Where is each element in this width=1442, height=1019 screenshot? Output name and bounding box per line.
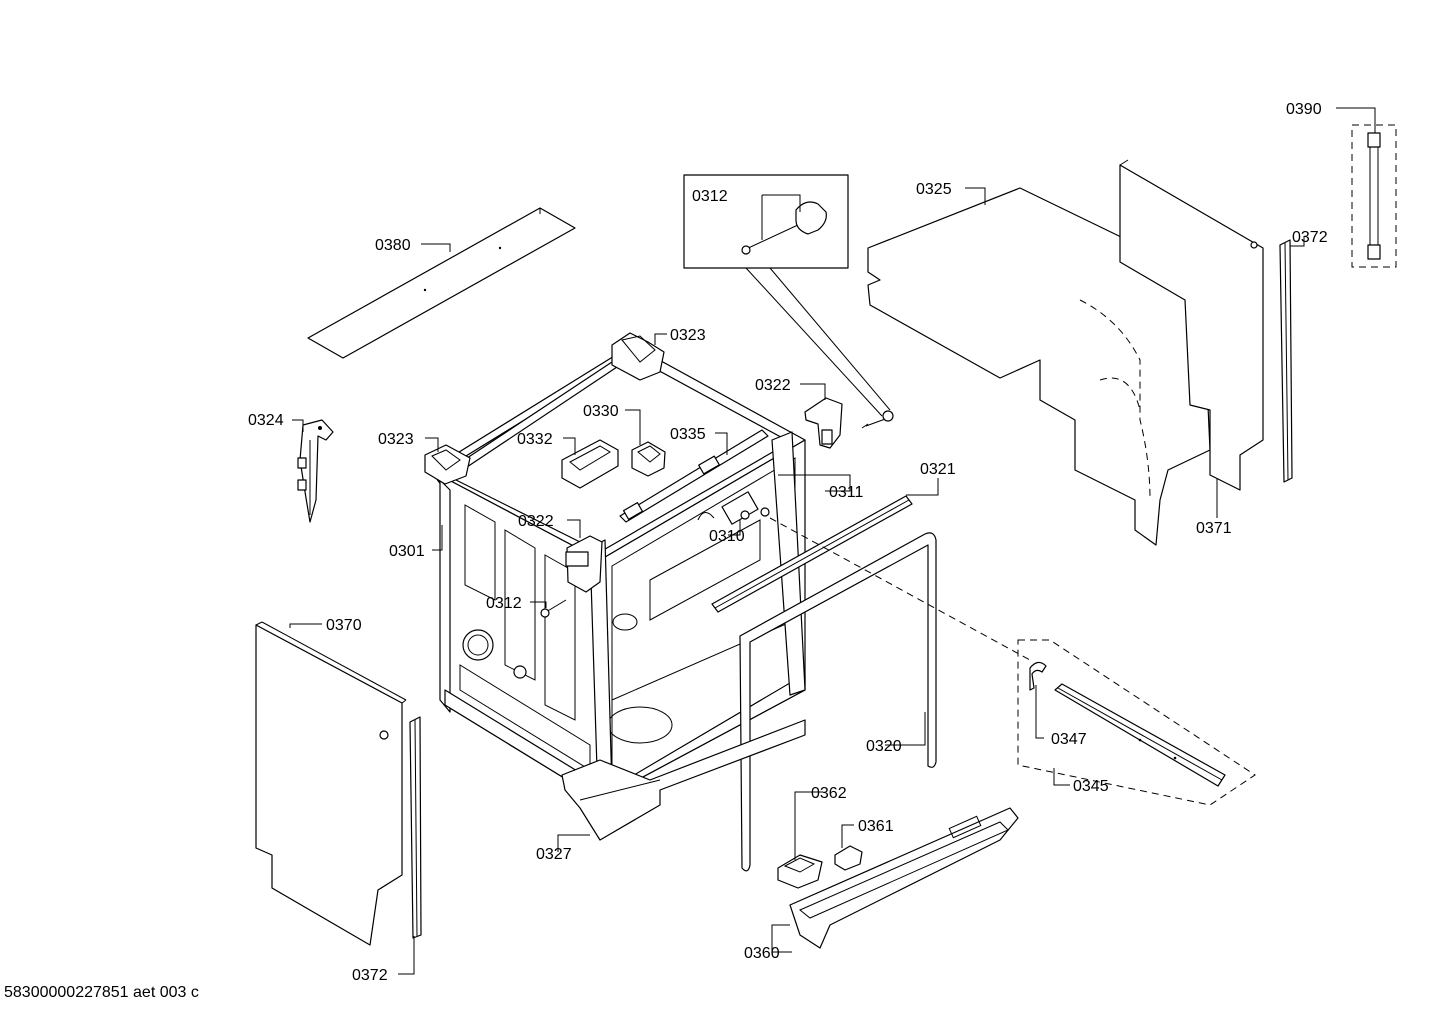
part-0360-base-tray — [789, 807, 1019, 949]
label-0311: 0311 — [829, 484, 864, 501]
part-0330-latch — [631, 441, 666, 477]
label-0372-bottom: 0372 — [352, 967, 388, 984]
part-0370-side-panel — [255, 621, 407, 946]
part-0322-bracket-mid — [565, 535, 603, 593]
label-0362: 0362 — [811, 785, 847, 802]
part-0361-component — [834, 845, 863, 871]
label-0301: 0301 — [389, 543, 425, 560]
part-0345-rail-assembly — [1017, 639, 1256, 806]
label-0390: 0390 — [1286, 101, 1322, 118]
label-0327: 0327 — [536, 846, 572, 863]
part-0380-top-plate — [307, 207, 576, 359]
part-labels: 0390 0312 0325 0372 0380 0323 0322 0324 … — [248, 101, 1328, 984]
part-0371-side-panel — [1119, 159, 1264, 491]
part-0362-component — [777, 854, 823, 889]
label-0380: 0380 — [375, 237, 411, 254]
label-0371: 0371 — [1196, 520, 1232, 537]
label-0310: 0310 — [709, 528, 745, 545]
part-0332-switch — [561, 439, 619, 489]
label-0323-left: 0323 — [378, 431, 414, 448]
leader-lines — [289, 107, 1376, 975]
part-0321-seal-strip — [711, 495, 913, 613]
part-0322-bracket-top — [804, 397, 843, 449]
dashed-leader-0310 — [769, 517, 1031, 661]
label-0332: 0332 — [517, 431, 553, 448]
label-0322-top: 0322 — [755, 377, 791, 394]
label-0345: 0345 — [1073, 778, 1109, 795]
label-0372-right: 0372 — [1292, 229, 1328, 246]
label-0335: 0335 — [670, 426, 706, 443]
label-0370: 0370 — [326, 617, 362, 634]
part-0390-hose — [1351, 124, 1397, 268]
part-0372-strip-right — [1279, 239, 1293, 483]
label-0321: 0321 — [920, 461, 956, 478]
part-0323-corner-left — [424, 444, 471, 485]
part-0327-front-trim — [561, 719, 806, 841]
part-0312-screw-mid — [540, 599, 567, 618]
part-0324-hinge-bracket — [297, 419, 334, 523]
footer-diagram-code: 58300000227851 aet 003 c — [4, 984, 199, 1001]
label-0361: 0361 — [858, 818, 894, 835]
label-0320: 0320 — [866, 738, 902, 755]
label-0323-top: 0323 — [670, 327, 706, 344]
part-0372-strip-bottom — [409, 716, 422, 939]
label-0322-mid: 0322 — [518, 513, 554, 530]
label-0312-mid: 0312 — [486, 595, 522, 612]
label-0325: 0325 — [916, 181, 952, 198]
part-0312-screw-right — [861, 410, 894, 429]
part-0323-corner-top — [611, 332, 665, 381]
label-0312-inset: 0312 — [692, 188, 728, 205]
label-0347: 0347 — [1051, 731, 1087, 748]
inset-0312-detail — [683, 174, 891, 417]
label-0324: 0324 — [248, 412, 284, 429]
label-0330: 0330 — [583, 403, 619, 420]
part-0320-door-gasket — [739, 532, 937, 872]
label-0360: 0360 — [744, 945, 780, 962]
